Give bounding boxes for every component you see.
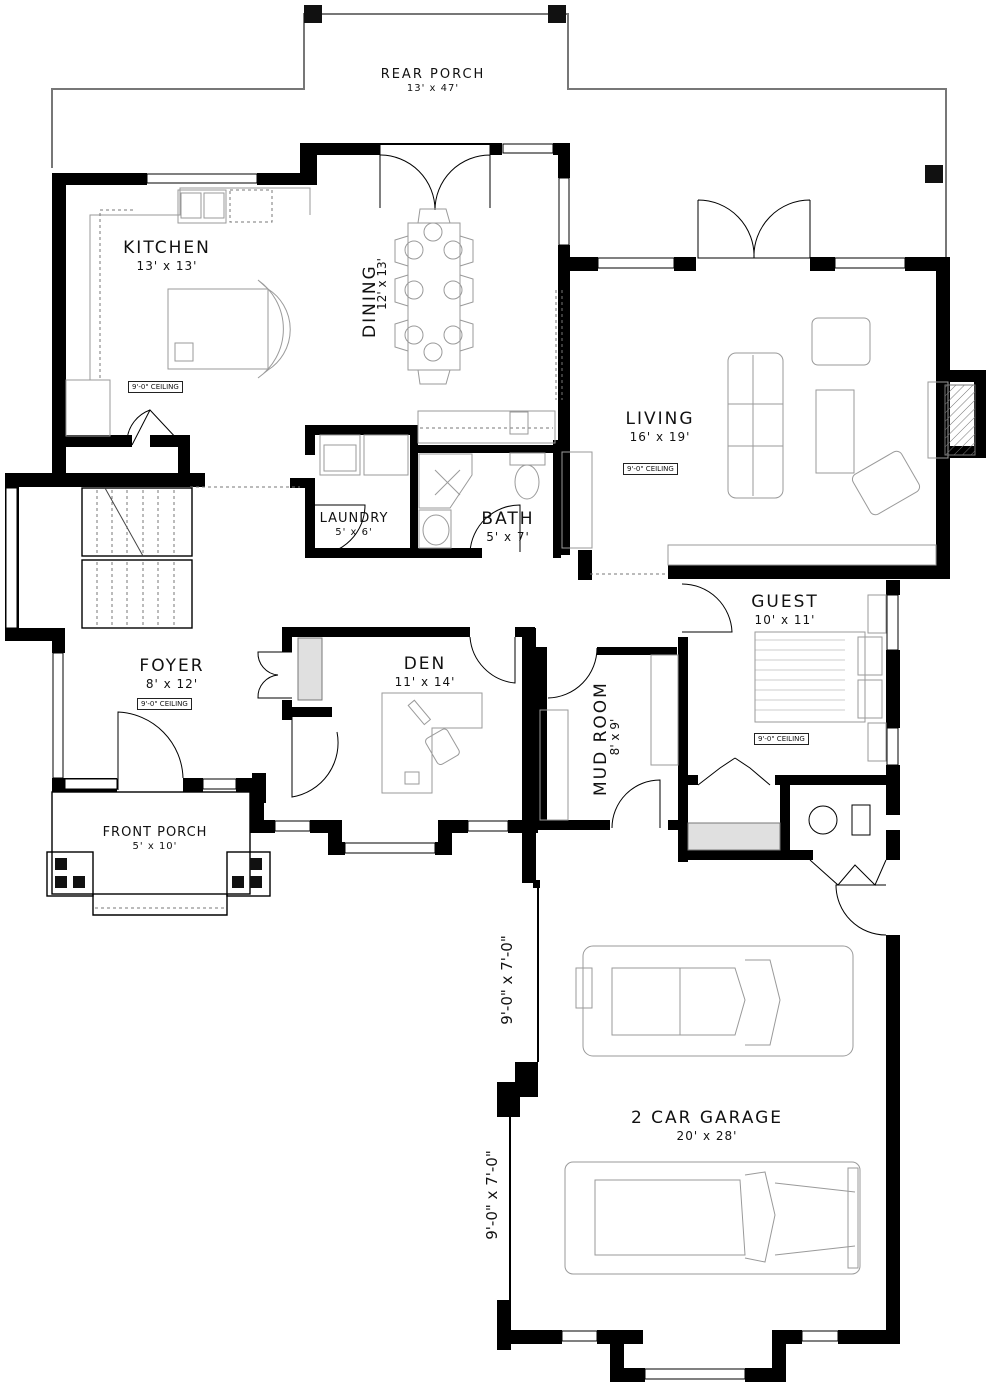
counter [417,290,563,444]
interior-walls [252,425,900,862]
windows [5,143,906,1380]
room-label-bath: BATH 5' x 7' [481,509,535,544]
ceiling-note-guest: 9'-0" CEILING [754,733,809,745]
closet-shelves [297,637,781,851]
porch-post-icon [925,165,943,183]
ceiling-note-living: 9'-0" CEILING [623,463,678,475]
doors [117,143,887,936]
room-dim-dining: 12' x 13' [375,258,389,310]
room-label-front-porch: FRONT PORCH 5' x 10' [102,825,208,852]
utility-fixtures [808,804,871,836]
room-label-rear-porch: REAR PORCH 13' x 47' [380,67,486,94]
porch-post-icon [304,5,322,23]
ceiling-note-kitchen: 9'-0" CEILING [128,381,183,393]
room-label-den: DEN 11' x 14' [394,654,456,689]
garage-door-label-2: 9'-0" x 7'-0" [483,1150,501,1240]
ceiling-note-foyer: 9'-0" CEILING [137,698,192,710]
car-icon [575,945,854,1057]
staircase [81,486,300,629]
room-label-living: LIVING 16' x 19' [625,409,695,444]
room-label-garage: 2 CAR GARAGE 20' x 28' [630,1108,784,1143]
guest-bed [754,594,887,762]
room-label-laundry: LAUNDRY 5' x 6' [319,511,389,538]
den-desk [381,692,483,794]
kitchen-fixtures [65,187,311,437]
laundry-bath-fixtures [319,434,546,549]
garage-door-label-1: 9'-0" x 7'-0" [498,935,516,1025]
porch-post-icon [548,5,566,23]
room-dim-mud-room: 8' x 9' [608,718,622,756]
room-label-kitchen: KITCHEN 13' x 13' [123,238,211,273]
car-icon [564,1161,861,1275]
living-furniture [561,317,976,575]
dining-table [394,208,474,385]
front-porch [46,791,271,916]
room-label-foyer: FOYER 8' x 12' [139,656,205,691]
rear-porch-outline [51,5,947,258]
room-label-guest: GUEST 10' x 11' [751,592,819,627]
